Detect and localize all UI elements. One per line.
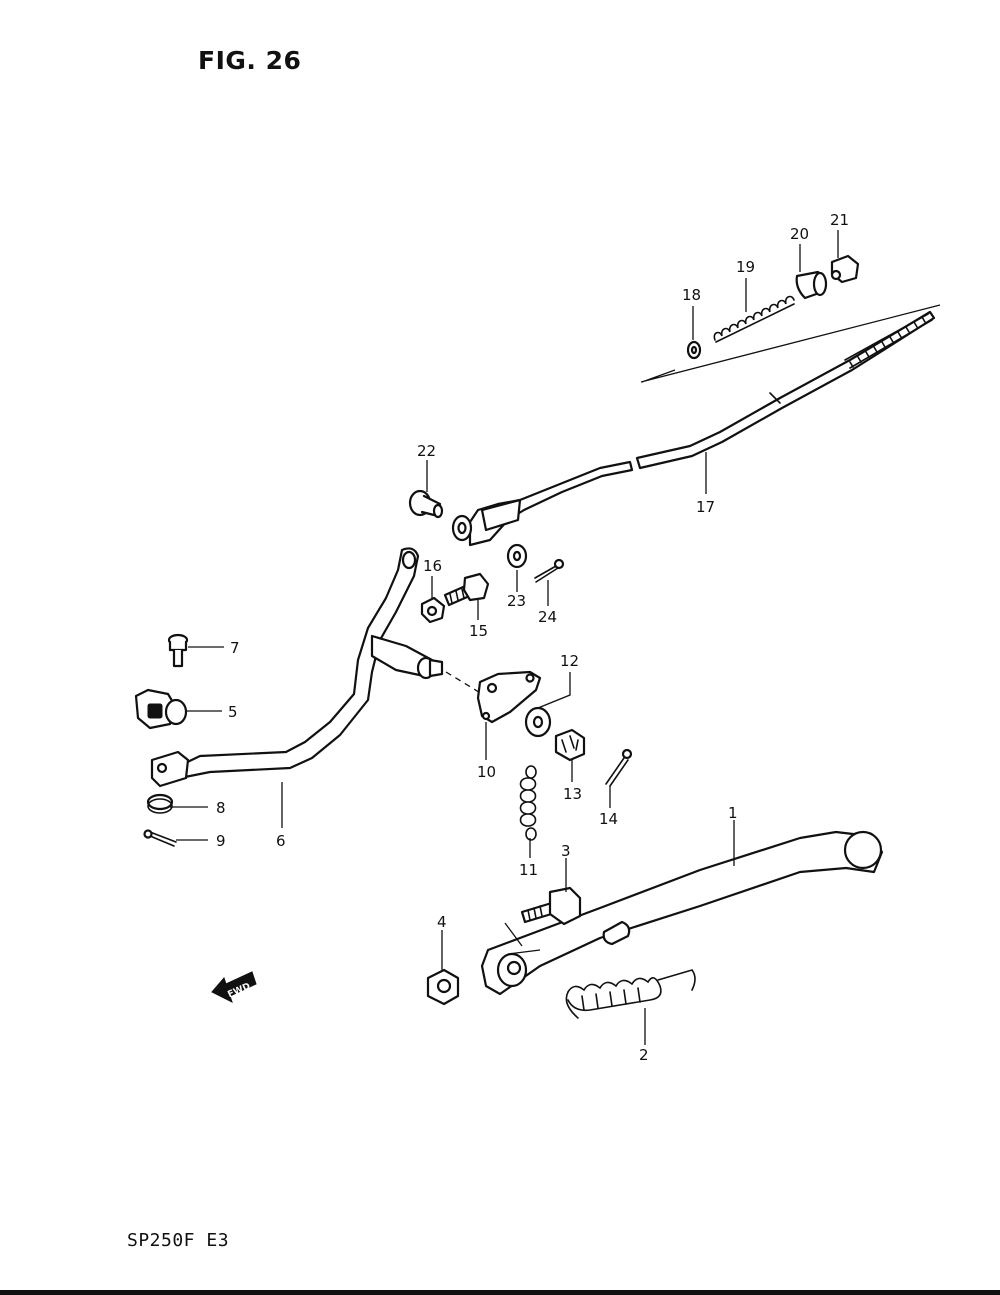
callout-17: 17	[696, 498, 715, 516]
cotter-pin-14[interactable]	[605, 748, 633, 787]
brake-rod[interactable]	[451, 310, 936, 547]
callout-12: 12	[560, 652, 579, 670]
cotter-pin-24[interactable]	[534, 558, 565, 583]
callout-10: 10	[477, 763, 496, 781]
nut-16[interactable]	[420, 596, 446, 624]
return-spring-11[interactable]	[519, 765, 537, 841]
bolt-15[interactable]	[443, 572, 490, 607]
washer-12[interactable]	[524, 706, 552, 738]
clevis-pin-22[interactable]	[408, 489, 444, 519]
bottom-border	[0, 1290, 1000, 1295]
callout-2: 2	[639, 1046, 649, 1064]
callout-5: 5	[228, 703, 238, 721]
callout-16: 16	[423, 557, 442, 575]
washer-18[interactable]	[686, 340, 702, 360]
stand-spring-2[interactable]	[565, 969, 696, 1019]
nut-21[interactable]	[830, 254, 860, 284]
spring-19[interactable]	[713, 295, 795, 343]
callout-4: 4	[437, 913, 447, 931]
brake-pedal-6[interactable]	[150, 547, 444, 788]
callout-leaders	[170, 230, 839, 1045]
model-code: SP250F E3	[127, 1230, 230, 1251]
pivot-bolt-3[interactable]	[520, 886, 582, 926]
bolt-7[interactable]	[167, 633, 189, 668]
callout-23: 23	[507, 592, 526, 610]
spring-8[interactable]	[146, 793, 174, 814]
washer-23[interactable]	[506, 543, 528, 569]
cotter-pin-9[interactable]	[143, 829, 177, 847]
joint-20[interactable]	[795, 270, 828, 300]
callout-22: 22	[417, 442, 436, 460]
callout-1: 1	[728, 804, 738, 822]
callout-numbers: 1 2 3 4 5 6 7 8 9 10 11 12 13 14 15 16 1…	[216, 211, 849, 1064]
callout-18: 18	[682, 286, 701, 304]
callout-20: 20	[790, 225, 809, 243]
castle-nut-13[interactable]	[554, 728, 586, 762]
callout-8: 8	[216, 799, 226, 817]
callout-13: 13	[563, 785, 582, 803]
callout-24: 24	[538, 608, 557, 626]
side-stand-1[interactable]	[480, 830, 884, 996]
callout-14: 14	[599, 810, 618, 828]
callout-7: 7	[230, 639, 240, 657]
pedal-pad-5[interactable]	[134, 688, 188, 730]
forward-arrow-icon	[211, 971, 257, 1003]
callout-19: 19	[736, 258, 755, 276]
callout-3: 3	[561, 842, 571, 860]
nut-4[interactable]	[426, 968, 460, 1006]
callout-11: 11	[519, 861, 538, 879]
callout-21: 21	[830, 211, 849, 229]
bracket-10[interactable]	[476, 670, 542, 724]
figure-title: FIG. 26	[198, 46, 302, 75]
callout-6: 6	[276, 832, 286, 850]
callout-15: 15	[469, 622, 488, 640]
callout-9: 9	[216, 832, 226, 850]
